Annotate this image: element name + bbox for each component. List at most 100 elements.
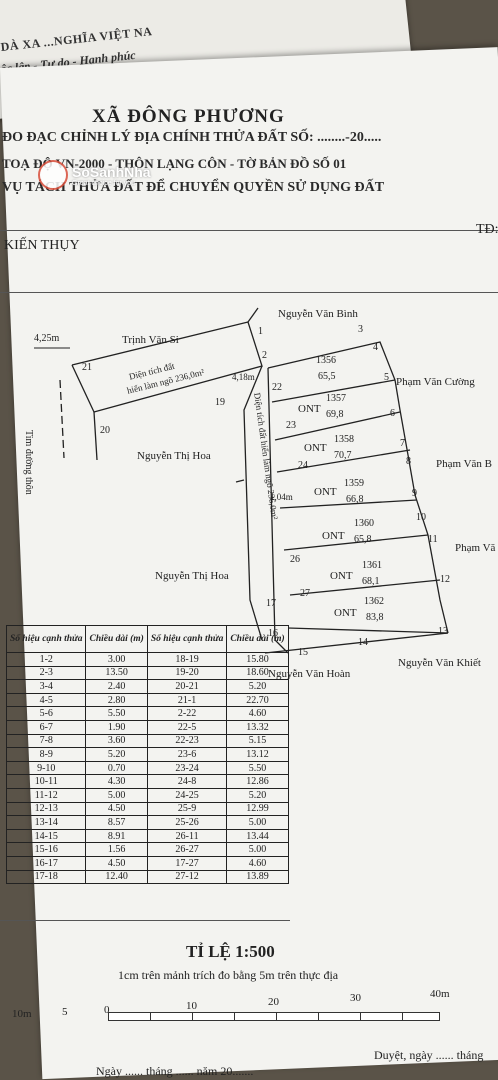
point-label: 26 xyxy=(290,554,300,565)
edge-length-cell: 2.40 xyxy=(85,679,148,694)
edge-id-cell: 24-25 xyxy=(146,787,228,803)
edge-id-cell: 25-26 xyxy=(146,815,228,830)
road-width-label: 4,25m xyxy=(34,333,60,344)
parcel-type: ONT xyxy=(298,403,321,415)
parcel-area: 68,1 xyxy=(362,576,380,587)
district-label: KIẾN THỤY xyxy=(4,238,80,253)
edge-length-cell: 22.70 xyxy=(226,692,289,708)
edge-id-cell: 20-21 xyxy=(146,679,228,694)
edge-length-cell: 8.91 xyxy=(85,828,148,844)
point-label: 13 xyxy=(438,626,448,637)
edge-id-cell: 11-12 xyxy=(5,787,87,803)
edge-length-cell: 12.99 xyxy=(226,801,289,817)
edge-id-cell: 27-12 xyxy=(146,869,228,885)
edge-length-cell: 3.60 xyxy=(85,733,148,749)
edge-id-cell: 21-1 xyxy=(146,692,228,708)
parcel-type: ONT xyxy=(314,486,337,498)
header-line-3: VỤ TÁCH THỬA ĐẤT ĐỂ CHUYỂN QUYỀN SỬ DỤNG… xyxy=(2,180,385,195)
scale-note: 1cm trên mảnh trích đo bằng 5m trên thực… xyxy=(118,968,339,982)
edge-length-cell: 5.20 xyxy=(85,747,148,762)
edge-lengths-table: Số hiệu cạnh thửa Chiều dài (m) Số hiệu … xyxy=(5,625,289,885)
edge-length-cell: 4.50 xyxy=(85,801,148,817)
edge-id-cell: 22-5 xyxy=(146,719,228,735)
road-label: Tim đường thôn xyxy=(23,430,34,495)
watermark: SoSanhNha Great choice for you xyxy=(38,160,151,190)
road-centerline xyxy=(59,379,65,459)
parcel-area: 66,8 xyxy=(346,494,364,505)
parcel-type: ONT xyxy=(334,607,357,619)
watermark-tagline: Great choice for you xyxy=(72,179,136,187)
edge-length-cell: 13.44 xyxy=(226,828,289,844)
table-header: Chiều dài (m) xyxy=(226,625,289,653)
road-boundary xyxy=(93,411,98,461)
map-frame-top xyxy=(0,292,498,293)
parcel-type: ONT xyxy=(330,570,353,582)
point-label: 20 xyxy=(100,425,110,436)
parcel-id: 1362 xyxy=(364,596,384,607)
parcel-area: 69,8 xyxy=(326,409,344,420)
edge-length-cell: 5.00 xyxy=(226,815,289,830)
edge-length-cell: 2.80 xyxy=(85,692,148,708)
parcel-divider xyxy=(274,411,401,441)
edge-length-cell: 5.00 xyxy=(226,842,289,857)
neighbor-pham-van-b: Phạm Văn B xyxy=(436,458,493,470)
parcel-area: 65,8 xyxy=(354,534,372,545)
edge-id-cell: 23-6 xyxy=(146,747,228,762)
edge-length-cell: 0.70 xyxy=(85,760,148,776)
point-label: 23 xyxy=(286,420,296,431)
lane-neck xyxy=(235,479,245,483)
edge-id-cell: 7-8 xyxy=(5,733,87,749)
corner-label: TĐ: xyxy=(476,222,498,237)
neighbor-trinh-van-si: Trịnh Văn Si xyxy=(122,334,179,346)
parcel-id: 1359 xyxy=(344,478,364,489)
scale-tick: 5 xyxy=(62,1006,68,1018)
edge-length-cell: 4.30 xyxy=(85,774,148,789)
parcel-type: ONT xyxy=(304,442,327,454)
scale-title: TỈ LỆ 1:500 xyxy=(186,942,275,961)
point-label: 27 xyxy=(300,588,310,599)
date-line: Ngày ...... tháng ...... năm 20....... xyxy=(96,1064,254,1078)
point-label: 2 xyxy=(262,350,267,361)
lane-width-mid: 1,04m xyxy=(270,492,293,502)
edge-id-cell: 2-3 xyxy=(5,665,87,681)
survey-document: XÃ ĐÔNG PHƯƠNG ĐO ĐẠC CHỈNH LÝ ĐỊA CHÍNH… xyxy=(0,80,498,1080)
point-label: 12 xyxy=(440,574,450,585)
point-label: 19 xyxy=(215,397,225,408)
lane-left-edge xyxy=(243,365,263,641)
parcel-divider xyxy=(287,627,449,634)
parcel-area: 70,7 xyxy=(334,450,352,461)
point-label: 15 xyxy=(298,647,308,658)
point-label: 10 xyxy=(416,512,426,523)
boundary-1 xyxy=(247,307,259,323)
edge-length-cell: 13.89 xyxy=(226,869,289,885)
edge-id-cell: 17-18 xyxy=(5,869,87,885)
edge-length-cell: 4.60 xyxy=(226,855,289,871)
parcel-area: 65,5 xyxy=(318,371,336,382)
neighbor-pham-va: Phạm Vă xyxy=(455,542,496,554)
parcel-id: 1360 xyxy=(354,518,374,529)
watermark-brand: SoSanhNha xyxy=(72,163,151,180)
parcel-id: 1361 xyxy=(362,560,382,571)
header-line-1: ĐO ĐẠC CHỈNH LÝ ĐỊA CHÍNH THỬA ĐẤT SỐ: .… xyxy=(2,130,382,145)
edge-length-cell: 5.15 xyxy=(226,733,289,749)
watermark-logo-icon xyxy=(38,160,68,190)
edge-length-cell: 12.40 xyxy=(85,869,148,885)
edge-length-cell: 5.50 xyxy=(226,760,289,776)
edge-id-cell: 13-14 xyxy=(5,815,87,830)
edge-id-cell: 14-15 xyxy=(5,828,87,844)
neighbor-nguyen-van-khiet: Nguyễn Văn Khiết xyxy=(398,657,481,669)
parcel-type: ONT xyxy=(322,530,345,542)
edge-length-cell: 5.20 xyxy=(226,787,289,803)
